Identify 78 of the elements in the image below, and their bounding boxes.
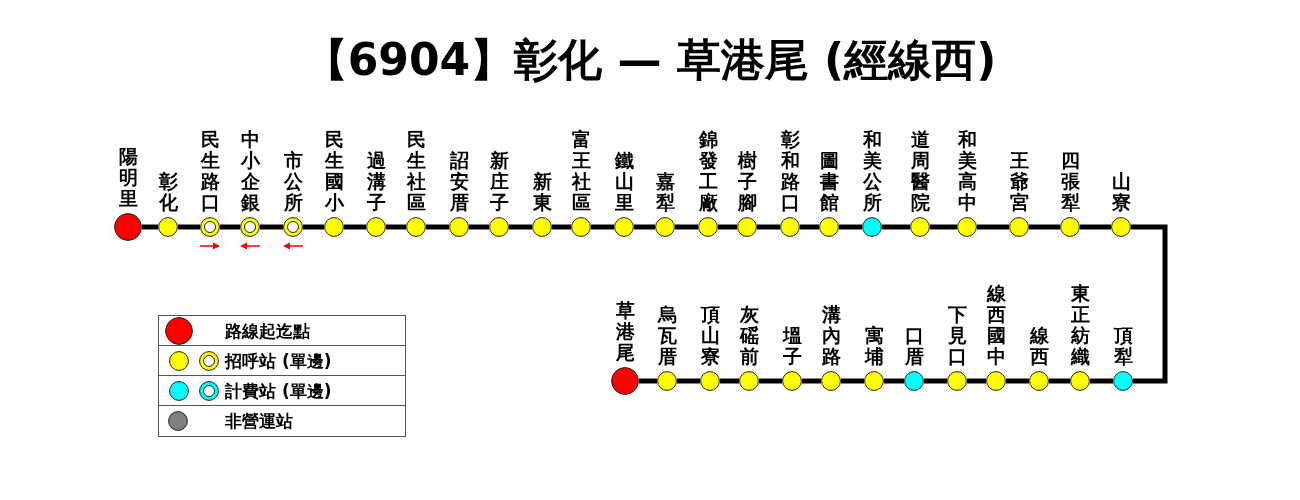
route-line [839,224,862,230]
station-name: 彰化 [158,171,178,213]
station-name: 陽明里 [118,146,138,209]
station-name: 下見口 [947,304,967,367]
route-line [977,224,1009,230]
station-name: 嘉犁 [655,171,675,213]
route-line [757,224,780,230]
route-line [924,378,947,384]
route-line [967,378,986,384]
station-name: 鐵山里 [614,150,634,213]
station-name: 樹子腳 [737,150,757,213]
station-name: 民生國小 [324,129,344,213]
station-name: 草港尾 [615,300,635,363]
route-line [1080,224,1111,230]
station-name: 道周醫院 [910,129,930,213]
route-line [882,224,910,230]
station-name: 新東 [532,171,552,213]
route-line [677,378,700,384]
route-line [426,224,449,230]
station-name: 頂山寮 [700,304,720,367]
route-line [718,224,737,230]
station-name: 東正紡織 [1070,283,1090,367]
route-line [303,224,324,230]
station-name: 塭子 [782,325,802,367]
station-name: 富王社區 [571,129,591,213]
station-name: 線西國中 [986,283,1006,367]
route-line [386,224,406,230]
station-name: 寓埔 [864,325,884,367]
route-line [1049,378,1070,384]
station-name: 過溝子 [366,150,386,213]
route-line [552,224,571,230]
route-line [720,378,739,384]
station-name: 王爺宮 [1009,150,1029,213]
station-name: 山寮 [1111,171,1131,213]
station-name: 溝內路 [821,304,841,367]
station-name: 頂犁 [1113,325,1133,367]
legend-label: 計費站 (單邊) [225,382,332,399]
route-line [1006,378,1029,384]
title: 【6904】彰化 — 草港尾 (經線西) [303,34,997,87]
station-name: 線西 [1029,325,1049,367]
route-line [930,224,957,230]
station-name: 圖書館 [819,150,839,213]
station-name: 灰磘前 [739,304,759,367]
station-name: 民生社區 [406,129,426,213]
route-line [469,224,489,230]
route-line [841,378,864,384]
route-line [344,224,366,230]
route-line [884,378,904,384]
route-line [634,224,655,230]
station-name: 新庄子 [489,150,509,213]
route-line [178,224,200,230]
legend-label: 路線起迄點 [225,322,310,339]
station-name: 和美公所 [862,129,882,213]
route-line [1131,224,1168,384]
station-name: 彰和路口 [780,129,800,213]
station-name: 市公所 [283,150,303,213]
station-name: 四張犁 [1060,150,1080,213]
route-line [802,378,821,384]
legend-label: 非營運站 [225,412,293,430]
station-name: 烏瓦厝 [657,304,677,367]
station-name: 和美高中 [957,129,977,213]
route-line [675,224,698,230]
route-line [260,224,283,230]
route-line [220,224,240,230]
route-line [1090,378,1113,384]
route-line [759,378,782,384]
station-name: 錦發工廠 [698,129,718,213]
station-name: 民生路口 [200,129,220,213]
route-line [591,224,614,230]
route-line [509,224,532,230]
route-line [800,224,819,230]
station-name: 詔安厝 [449,150,469,213]
station-name: 中小企銀 [240,129,260,213]
station-name: 口厝 [904,325,924,367]
route-line [639,378,657,384]
legend-label: 招呼站 (單邊) [225,352,332,369]
route-line [142,224,158,230]
route-line [1029,224,1060,230]
